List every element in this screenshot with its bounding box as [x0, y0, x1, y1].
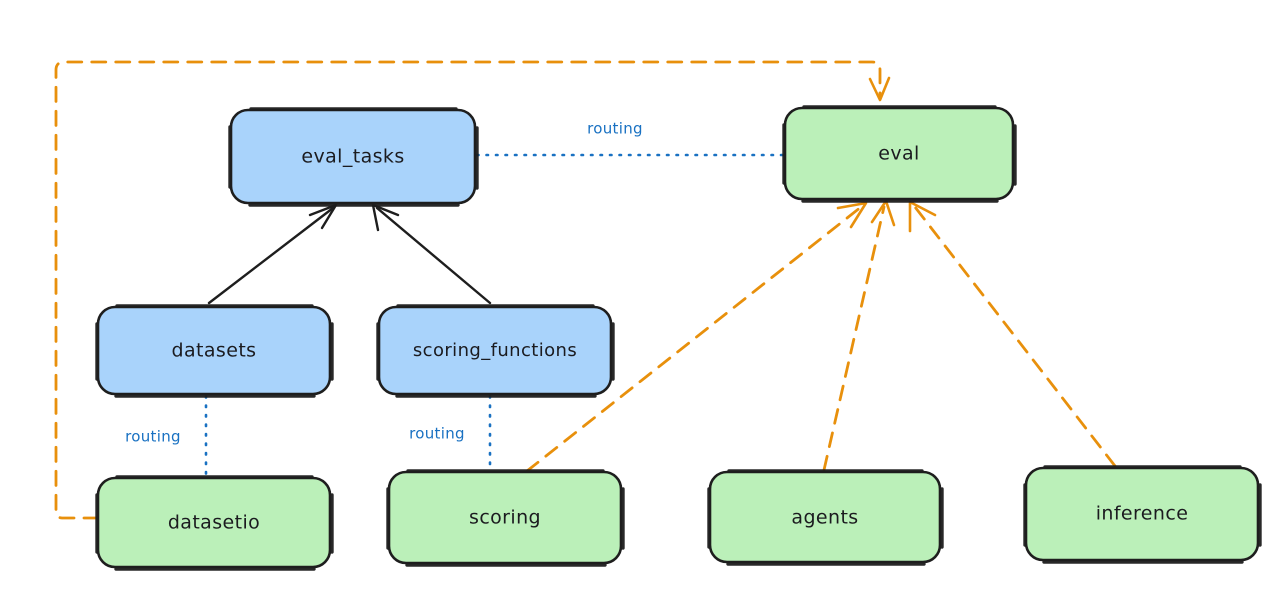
edge-label-routing-datasetio: routing: [125, 428, 181, 446]
node-eval_tasks-border: [229, 108, 477, 205]
node-scoring_functions[interactable]: scoring_functions: [376, 304, 615, 398]
node-scoring_functions-fill: [379, 307, 611, 394]
node-agents-shadow: [707, 469, 944, 566]
node-datasets-fill: [98, 307, 330, 394]
node-scoring-label: scoring: [469, 507, 541, 529]
node-scoring_functions-label: scoring_functions: [413, 340, 577, 361]
node-datasetio-border: [96, 476, 332, 569]
node-datasets-border: [96, 305, 332, 396]
node-agents[interactable]: agents: [707, 469, 944, 566]
edge-scoring_functions-to-scoring: routing: [409, 394, 492, 474]
node-eval-shadow: [782, 105, 1017, 203]
node-scoring-border: [387, 470, 623, 565]
node-scoring_functions-shadow: [376, 304, 615, 398]
node-datasets-shadow: [95, 304, 334, 398]
node-eval_tasks-fill: [231, 110, 475, 203]
node-eval_tasks-label: eval_tasks: [301, 146, 404, 168]
node-eval_tasks-shadow: [228, 107, 479, 207]
node-datasets-label: datasets: [172, 340, 257, 362]
node-datasetio-shadow: [95, 475, 334, 571]
node-eval_tasks[interactable]: eval_tasks: [228, 107, 479, 207]
node-datasets[interactable]: datasets: [95, 304, 334, 398]
edge-datasets-to-datasetio: routing: [125, 394, 208, 478]
node-agents-label: agents: [791, 507, 858, 529]
node-agents-fill: [710, 472, 940, 562]
node-inference-border: [1024, 466, 1260, 562]
edge-scoring-to-eval: [525, 201, 868, 473]
node-inference[interactable]: inference: [1023, 465, 1262, 564]
node-datasetio-label: datasetio: [168, 512, 260, 534]
edge-label-routing-scoring: routing: [409, 425, 465, 443]
node-inference-fill: [1026, 468, 1258, 560]
node-scoring-shadow: [386, 469, 625, 567]
node-agents-border: [708, 470, 942, 564]
node-eval-border: [783, 106, 1015, 201]
node-datasetio-fill: [98, 478, 330, 567]
node-eval[interactable]: eval: [782, 105, 1017, 203]
node-scoring_functions-border: [377, 305, 613, 396]
edge-eval_tasks-to-eval: routing: [475, 120, 786, 157]
node-datasetio[interactable]: datasetio: [95, 475, 334, 571]
node-eval-label: eval: [878, 143, 919, 165]
edge-datasetio-to-eval: [54, 60, 891, 520]
node-eval-fill: [785, 108, 1013, 199]
node-scoring-fill: [389, 472, 621, 563]
node-inference-shadow: [1023, 465, 1262, 564]
node-inference-label: inference: [1096, 503, 1189, 525]
edge-label-routing-eval: routing: [587, 120, 643, 138]
node-scoring[interactable]: scoring: [386, 469, 625, 567]
